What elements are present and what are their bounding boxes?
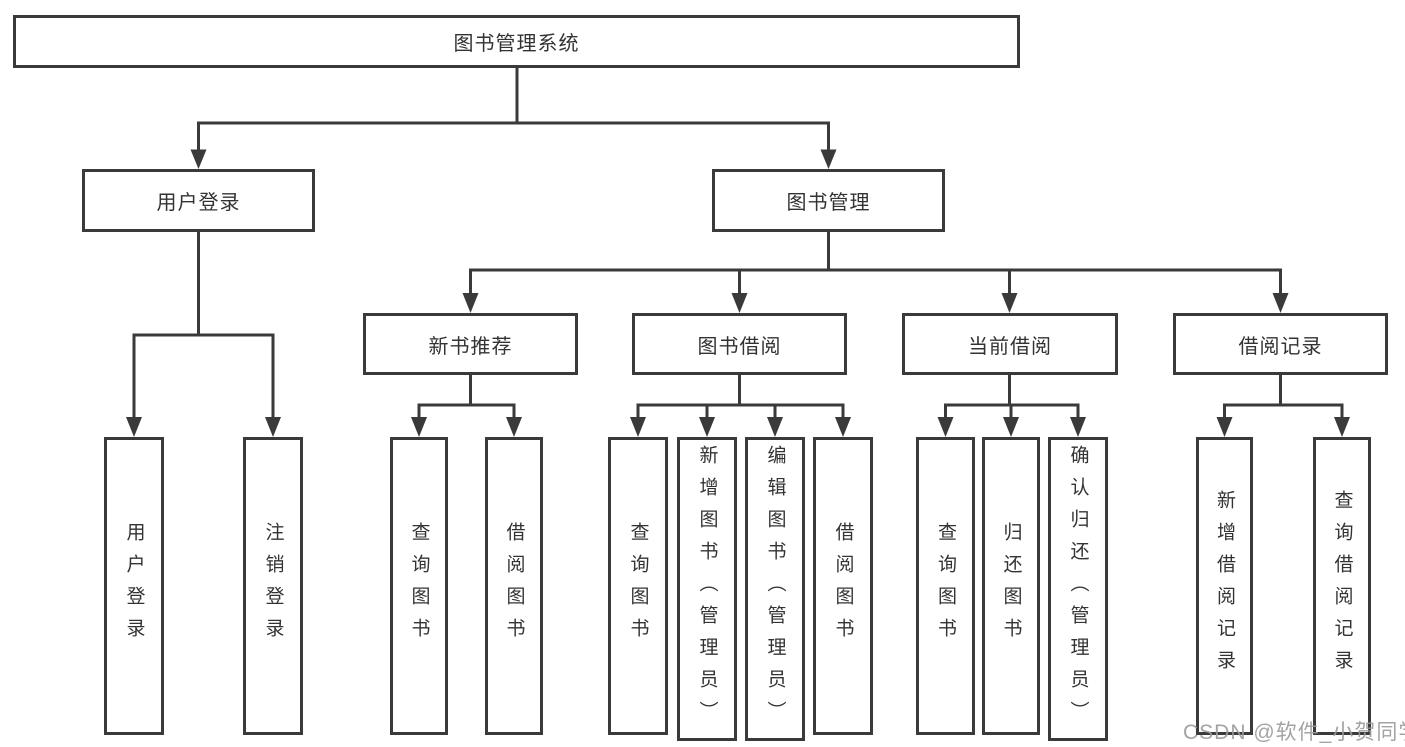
leaf-edit-book-admin: 编辑图书（管理员） xyxy=(745,437,805,741)
leaf-borrow-books-2-label: 借阅图书 xyxy=(832,522,854,650)
leaf-query-borrow-record-label: 查询借阅记录 xyxy=(1331,490,1353,682)
connector-current-borrow-to-leaves xyxy=(937,375,1086,437)
node-book-management: 图书管理 xyxy=(712,169,945,232)
leaf-add-borrow-record: 新增借阅记录 xyxy=(1196,437,1253,735)
node-root-label: 图书管理系统 xyxy=(453,33,580,55)
leaf-logout: 注销登录 xyxy=(243,437,303,735)
node-new-book-recommend-label: 新书推荐 xyxy=(428,335,513,358)
leaf-borrow-books-1: 借阅图书 xyxy=(485,437,543,735)
node-book-management-label: 图书管理 xyxy=(786,192,871,214)
node-book-borrowing-label: 图书借阅 xyxy=(697,335,782,358)
leaf-query-books-1-label: 查询图书 xyxy=(408,522,430,650)
connector-book-borrow-to-leaves xyxy=(630,375,851,437)
leaf-query-books-3: 查询图书 xyxy=(916,437,975,735)
leaf-query-borrow-record: 查询借阅记录 xyxy=(1313,437,1371,735)
node-root-system: 图书管理系统 xyxy=(13,15,1020,68)
leaf-query-books-2: 查询图书 xyxy=(608,437,668,735)
leaf-add-book-admin: 新增图书（管理员） xyxy=(677,437,737,741)
leaf-query-books-1: 查询图书 xyxy=(390,437,448,735)
node-current-borrowing: 当前借阅 xyxy=(902,313,1118,375)
node-borrowing-records-label: 借阅记录 xyxy=(1238,335,1323,358)
connector-book-mgmt-to-level3 xyxy=(462,232,1289,313)
node-borrowing-records: 借阅记录 xyxy=(1173,313,1388,375)
leaf-query-books-3-label: 查询图书 xyxy=(935,522,956,650)
leaf-add-book-admin-label: 新增图书（管理员） xyxy=(696,445,718,733)
leaf-logout-label: 注销登录 xyxy=(262,522,284,650)
leaf-user-login: 用户登录 xyxy=(104,437,164,735)
connector-borrow-record-to-leaves xyxy=(1216,375,1350,437)
connector-new-book-rec-to-leaves xyxy=(411,375,522,437)
watermark: CSDN @软件_小贺同学 xyxy=(1183,721,1405,744)
connector-user-login-to-leaves xyxy=(126,232,281,437)
leaf-borrow-books-2: 借阅图书 xyxy=(813,437,873,735)
node-user-login-label: 用户登录 xyxy=(156,192,241,214)
leaf-query-books-2-label: 查询图书 xyxy=(627,522,649,650)
leaf-return-books-label: 归还图书 xyxy=(1000,522,1022,650)
node-current-borrowing-label: 当前借阅 xyxy=(968,335,1052,358)
node-book-borrowing: 图书借阅 xyxy=(632,313,847,375)
leaf-user-login-label: 用户登录 xyxy=(123,522,145,650)
node-new-book-recommend: 新书推荐 xyxy=(363,313,578,375)
leaf-borrow-books-1-label: 借阅图书 xyxy=(503,522,525,650)
node-user-login: 用户登录 xyxy=(82,169,315,232)
leaf-confirm-return-admin: 确认归还（管理员） xyxy=(1048,437,1108,741)
connector-root-to-level2 xyxy=(190,68,837,169)
leaf-return-books: 归还图书 xyxy=(982,437,1040,735)
leaf-confirm-return-admin-label: 确认归还（管理员） xyxy=(1067,445,1089,733)
leaf-add-borrow-record-label: 新增借阅记录 xyxy=(1214,490,1235,682)
leaf-edit-book-admin-label: 编辑图书（管理员） xyxy=(764,445,786,733)
